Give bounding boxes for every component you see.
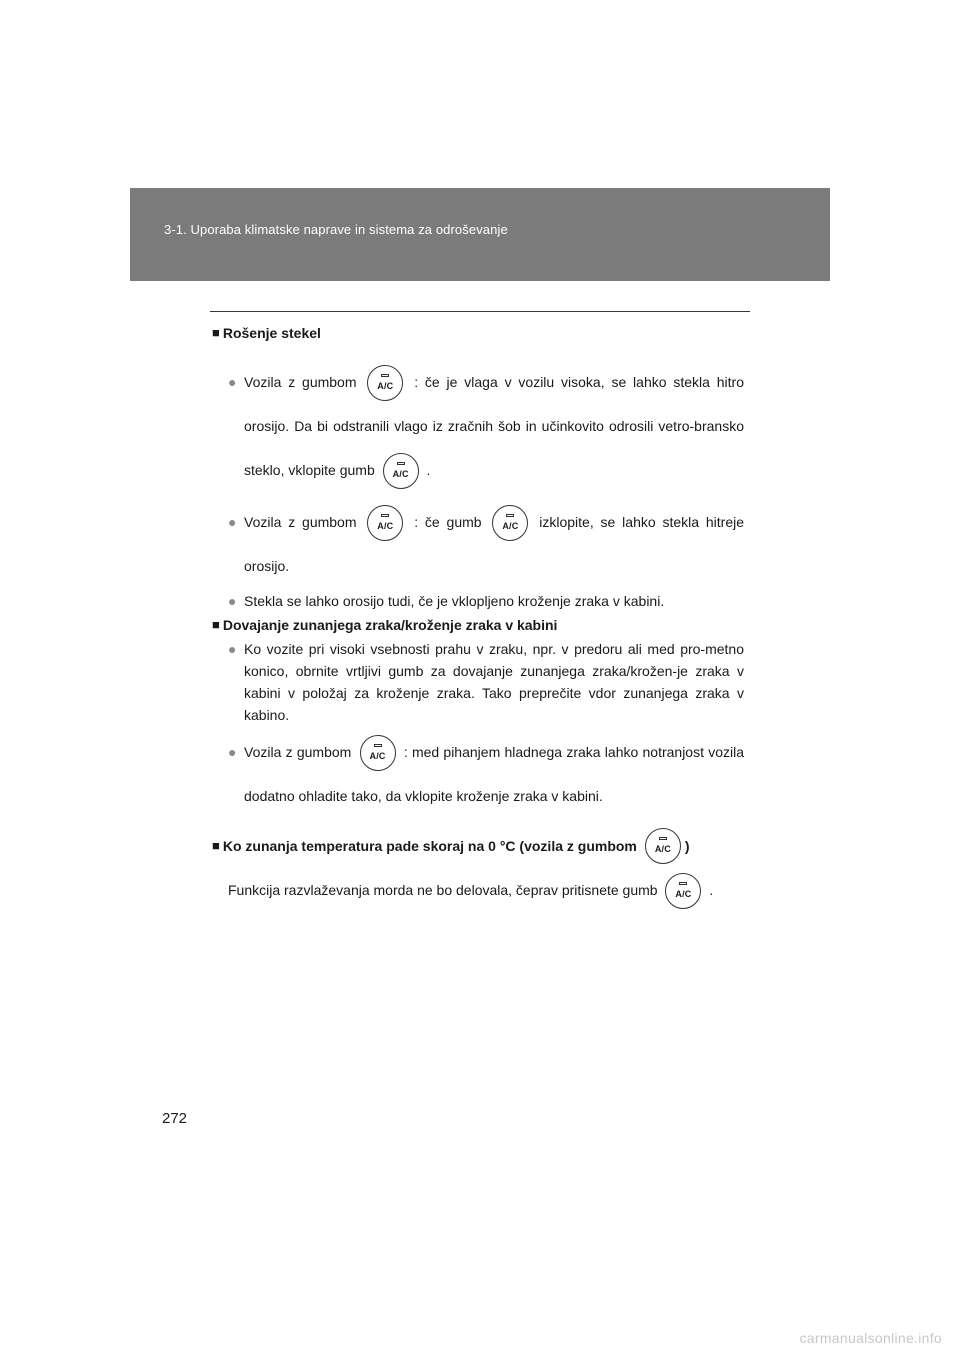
recirc-title: Dovajanje zunanjega zraka/kroženje zraka… <box>222 617 558 633</box>
ac-button-icon: A/C <box>367 505 404 542</box>
square-bullet-icon: ■ <box>212 325 220 340</box>
fogging-bullet-3: ● Stekla se lahko orosijo tudi, če je vk… <box>228 590 744 612</box>
fogging-bullet-2: ● Vozila z gumbom A/C : če gumb A/C izkl… <box>228 500 744 588</box>
section-divider <box>210 311 750 312</box>
square-bullet-icon: ■ <box>212 617 220 632</box>
recirc-bullet-2: ● Vozila z gumbom A/C : med pihanjem hla… <box>228 730 744 818</box>
page-number: 272 <box>162 1110 188 1127</box>
fogging-heading: ■ Rošenje stekel <box>212 322 744 344</box>
ac-button-icon: A/C <box>382 453 419 490</box>
fogging-bullet-1: ● Vozila z gumbom A/C : če je vlaga v vo… <box>228 360 744 492</box>
cold-text: Funkcija razvlaževanja morda ne bo delov… <box>212 868 744 912</box>
ac-button-icon: A/C <box>665 873 702 910</box>
cold-title: Ko zunanja temperatura pade skoraj na 0 … <box>222 838 637 854</box>
section-header-band: 3-1. Uporaba klimatske naprave in sistem… <box>130 188 830 281</box>
round-bullet-icon: ● <box>228 593 237 609</box>
round-bullet-icon: ● <box>228 641 237 657</box>
recirc-bullet-1: ● Ko vozite pri visoki vsebnosti prahu v… <box>228 638 744 726</box>
ac-button-icon: A/C <box>644 828 681 864</box>
ac-button-icon: A/C <box>367 365 404 402</box>
watermark: carmanualsonline.info <box>799 1330 942 1346</box>
round-bullet-icon: ● <box>228 514 237 530</box>
recirc-heading: ■ Dovajanje zunanjega zraka/kroženje zra… <box>212 614 744 636</box>
fogging-title: Rošenje stekel <box>222 325 321 341</box>
round-bullet-icon: ● <box>228 744 237 760</box>
page-content: ■ Rošenje stekel ● Vozila z gumbom A/C :… <box>212 322 744 912</box>
round-bullet-icon: ● <box>228 374 237 390</box>
cold-heading: ■ Ko zunanja temperatura pade skoraj na … <box>212 824 744 868</box>
square-bullet-icon: ■ <box>212 838 220 853</box>
section-title: 3-1. Uporaba klimatske naprave in sistem… <box>164 222 508 237</box>
ac-button-icon: A/C <box>492 505 529 542</box>
ac-button-icon: A/C <box>359 735 396 772</box>
